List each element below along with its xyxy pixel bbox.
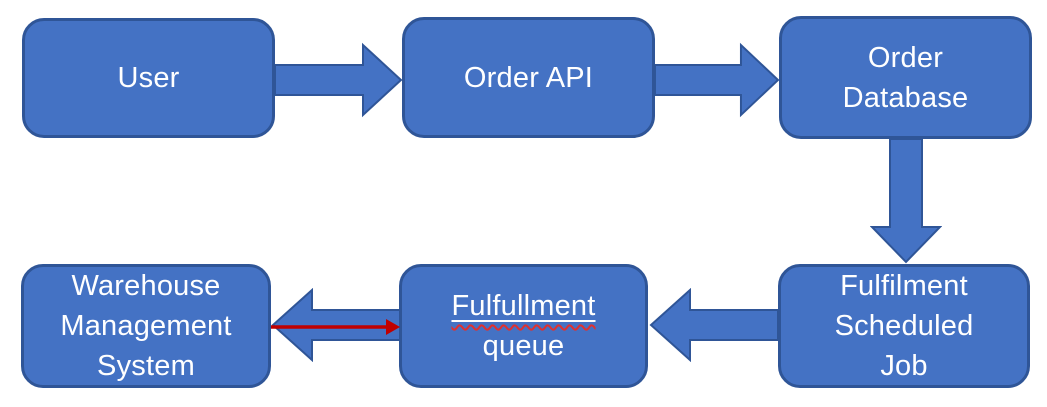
node-user-label: User [117, 62, 180, 94]
node-order-api: Order API [402, 17, 655, 138]
node-fulfullment-queue-label-line2: queue [482, 330, 565, 362]
node-fulfilment-scheduled-job-label-line3: Job [880, 350, 928, 382]
node-fulfilment-scheduled-job-label-line1: Fulfilment [840, 270, 968, 302]
spellcheck-squiggle: Fulfullment [451, 290, 596, 322]
node-order-database-label-line2: Database [842, 81, 969, 114]
arrow-user-to-order-api-icon [275, 42, 403, 118]
arrow-order-database-to-fulfilment-job-icon [870, 139, 942, 264]
arrow-order-api-to-order-database-icon [655, 42, 780, 118]
node-warehouse-management-system: Warehouse Management System [21, 264, 271, 388]
red-arrow-warehouse-to-queue-icon [271, 319, 400, 335]
node-warehouse-label-line2: Management [60, 310, 232, 342]
node-fulfullment-queue: Fulfullment queue [399, 264, 648, 388]
arrow-fulfilment-job-to-queue-icon [649, 288, 778, 362]
node-user: User [22, 18, 275, 138]
node-order-database-label-line1: Order [867, 41, 944, 74]
node-order-api-label: Order API [463, 61, 594, 94]
node-fulfilment-scheduled-job: Fulfilment Scheduled Job [778, 264, 1030, 388]
underline-decoration: Fulfullment [451, 290, 595, 322]
node-warehouse-label-line3: System [97, 350, 195, 382]
node-fulfilment-scheduled-job-label-line2: Scheduled [834, 310, 974, 342]
node-fulfullment-queue-label-line1: Fulfullment [451, 286, 595, 326]
node-order-database: Order Database [779, 16, 1032, 139]
node-warehouse-label-line1: Warehouse [71, 270, 221, 302]
arrow-queue-to-warehouse-icon [271, 288, 400, 362]
